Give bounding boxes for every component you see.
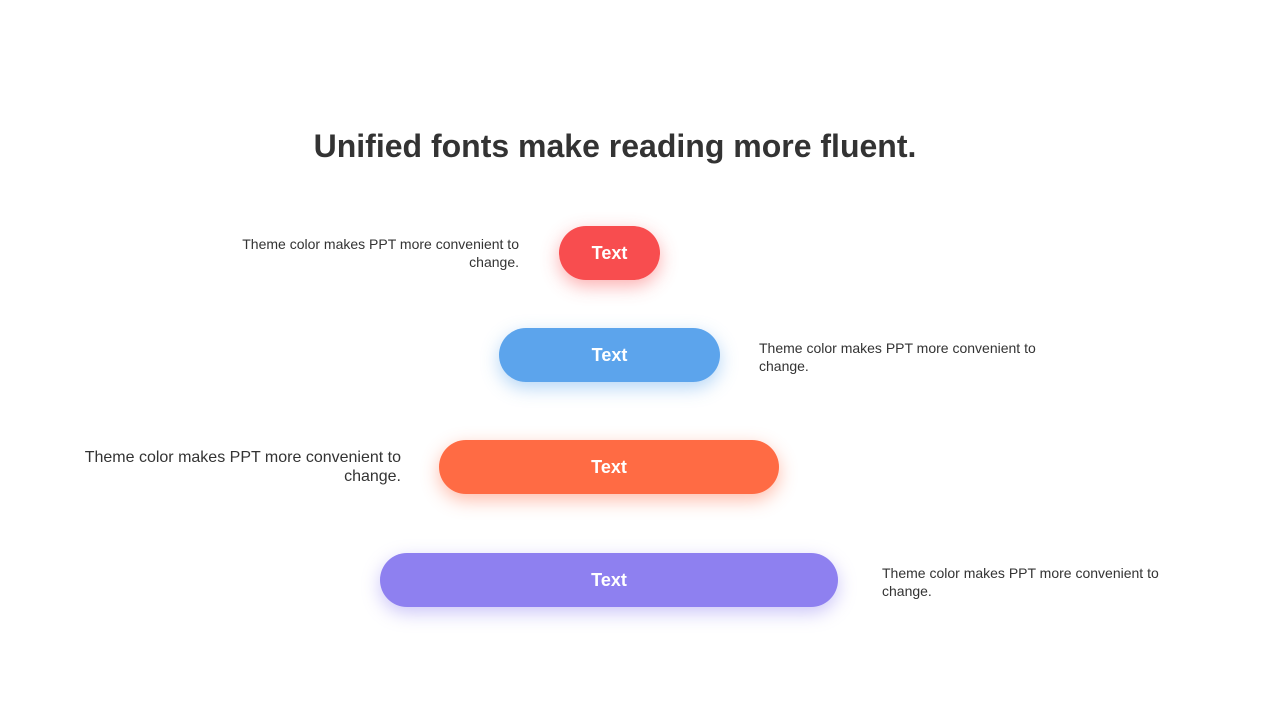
slide-title: Unified fonts make reading more fluent. xyxy=(313,128,917,164)
row-4-pill-label: Text xyxy=(591,569,627,590)
row-1-pill-label: Text xyxy=(591,242,628,263)
row-2-pill-label: Text xyxy=(591,344,628,365)
row-3-pill-label: Text xyxy=(591,456,627,477)
row-2-pill-button[interactable]: Text xyxy=(499,328,720,382)
row-3-pill-button[interactable]: Text xyxy=(439,440,779,494)
row-3-description: Theme color makes PPT more convenient to… xyxy=(84,449,401,485)
row-1-pill-button[interactable]: Text xyxy=(559,226,660,280)
row-4-description: Theme color makes PPT more convenient to… xyxy=(882,565,1159,599)
row-2-description: Theme color makes PPT more convenient to… xyxy=(759,340,1036,374)
row-4-pill-button[interactable]: Text xyxy=(380,553,838,607)
row-1-description: Theme color makes PPT more convenient to… xyxy=(242,236,519,270)
